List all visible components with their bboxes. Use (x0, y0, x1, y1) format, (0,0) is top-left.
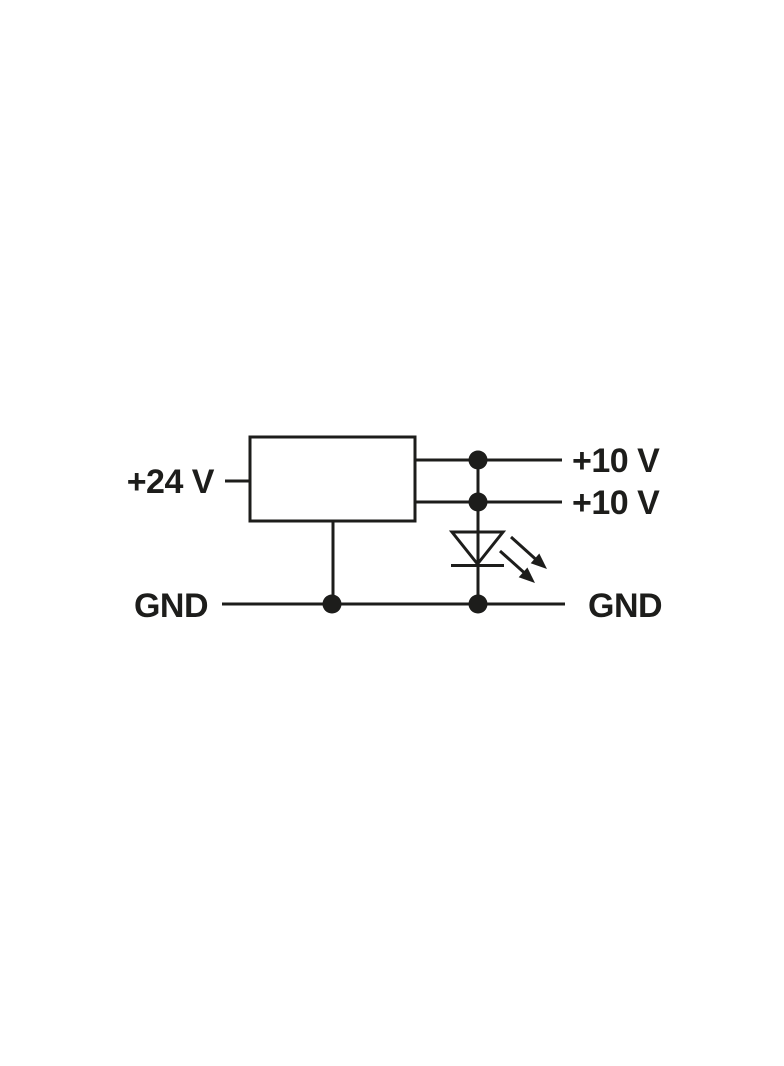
led-icon (448, 530, 547, 583)
junction-dot-icon (322, 594, 342, 614)
output-voltage-label-bottom: +10 V (572, 484, 660, 522)
light-emission-arrow-1 (509, 535, 547, 569)
output-voltage-label-top: +10 V (572, 442, 660, 480)
junction-dot-icon (468, 594, 488, 614)
converter-box-icon (248, 435, 417, 523)
junction-dot-icon (468, 492, 488, 512)
junction-dot-icon (468, 450, 488, 470)
ground-label-right: GND (588, 587, 662, 625)
led-triangle (448, 530, 507, 567)
ground-label-left: GND (134, 587, 208, 625)
light-emission-arrow-2 (498, 549, 535, 583)
supply-voltage-label: +24 V (127, 463, 215, 501)
